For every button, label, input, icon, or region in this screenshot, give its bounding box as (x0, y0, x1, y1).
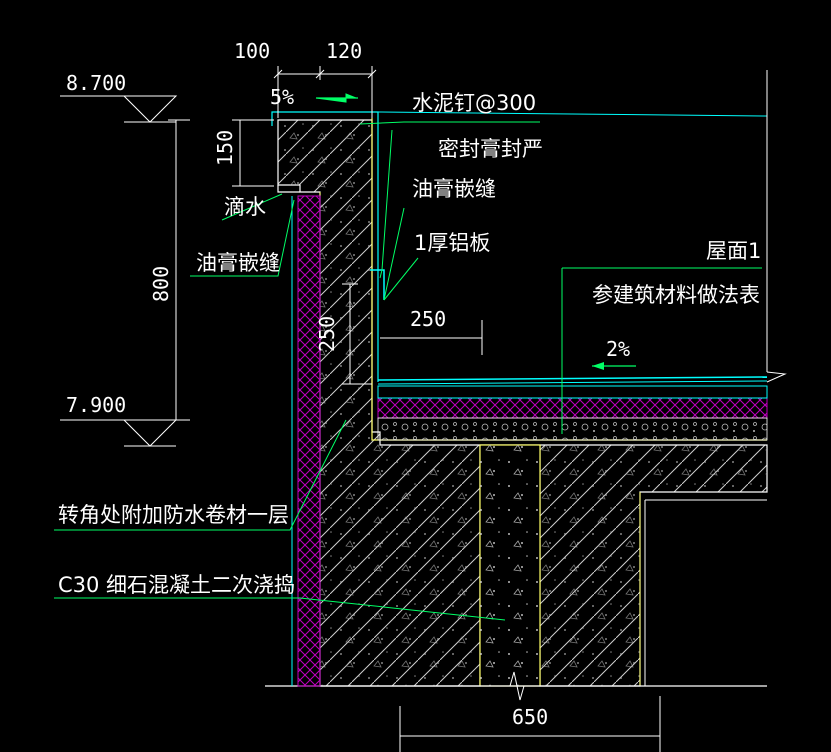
leader-lines (54, 121, 762, 621)
label-cement-nail: 水泥钉@300 (412, 91, 536, 115)
label-drip: 滴水 (224, 195, 266, 219)
slope-arrows (315, 93, 636, 370)
slope-coping: 5% (270, 85, 294, 109)
dim-120: 120 (326, 39, 362, 63)
dim-100: 100 (234, 39, 270, 63)
label-caulk-left: 油膏嵌缝 (196, 251, 280, 275)
label-concrete: C30 细石混凝土二次浇捣 (58, 573, 295, 597)
dim-650: 650 (512, 705, 548, 729)
level-bottom: 7.900 (66, 393, 126, 417)
slope-roof: 2% (606, 337, 630, 361)
dimension-lines (60, 66, 661, 752)
roof-layers (377, 371, 787, 441)
dim-250-h: 250 (410, 307, 446, 331)
text-labels: 100 120 8.700 5% 水泥钉@300 密封膏封严 油膏嵌缝 1厚铝板… (58, 39, 761, 729)
label-aluminum: 1厚铝板 (414, 231, 490, 255)
label-membrane: 转角处附加防水卷材一层 (58, 503, 289, 527)
dim-250-v: 250 (315, 316, 339, 352)
dim-800: 800 (149, 266, 173, 302)
metal-flashing (271, 70, 768, 686)
parapet-structure (265, 118, 768, 687)
level-top: 8.700 (66, 71, 126, 95)
label-caulk-right: 油膏嵌缝 (412, 177, 496, 201)
label-roof: 屋面1 (706, 239, 761, 263)
label-roof-ref: 参建筑材料做法表 (592, 283, 760, 307)
label-sealant: 密封膏封严 (438, 137, 543, 161)
dim-150: 150 (213, 130, 237, 166)
